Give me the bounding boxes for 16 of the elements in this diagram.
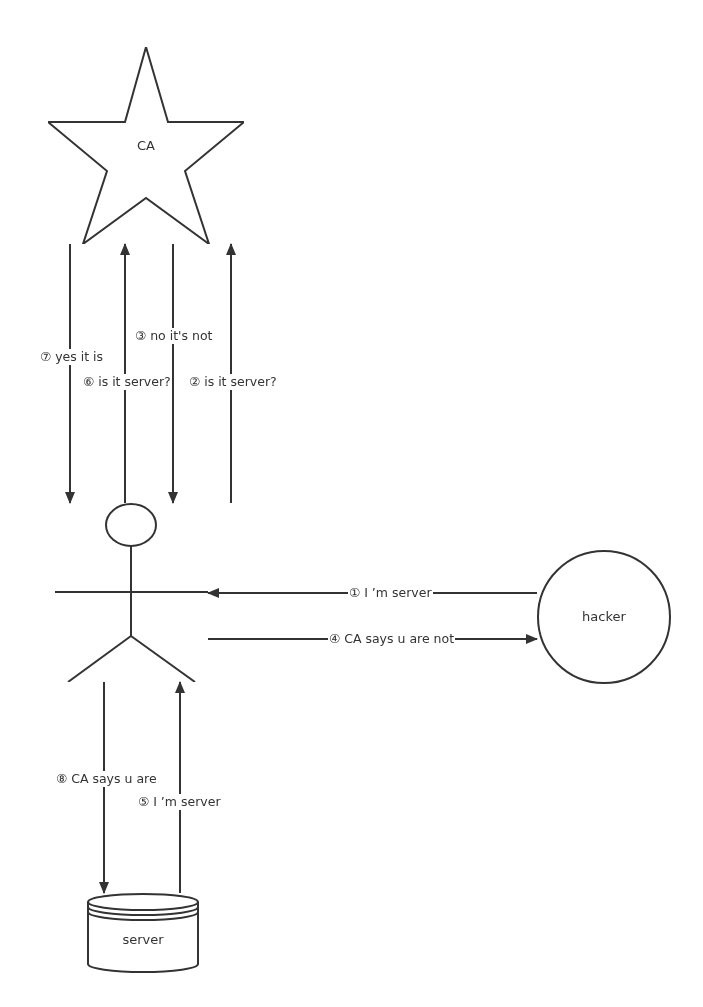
node-label: server [122, 931, 164, 950]
edge-label: ⑦ yes it is [39, 349, 105, 365]
edge-label: ⑥ is it server? [82, 374, 172, 390]
arrow [226, 243, 236, 504]
edge-label: ③ no it's not [134, 328, 214, 344]
edge-label: ④ CA says u are not [328, 631, 456, 647]
edge-label: ② is it server? [188, 374, 278, 390]
arrow [99, 681, 109, 894]
edge-label: ⑧ CA says u are [55, 771, 158, 787]
node-label: CA [137, 136, 155, 155]
node-label: hacker [582, 608, 626, 627]
arrow [65, 243, 75, 504]
edge-label: ⑤ I ’m server [137, 794, 222, 810]
arrow [120, 243, 130, 504]
arrow [168, 243, 178, 504]
arrow [175, 681, 185, 894]
